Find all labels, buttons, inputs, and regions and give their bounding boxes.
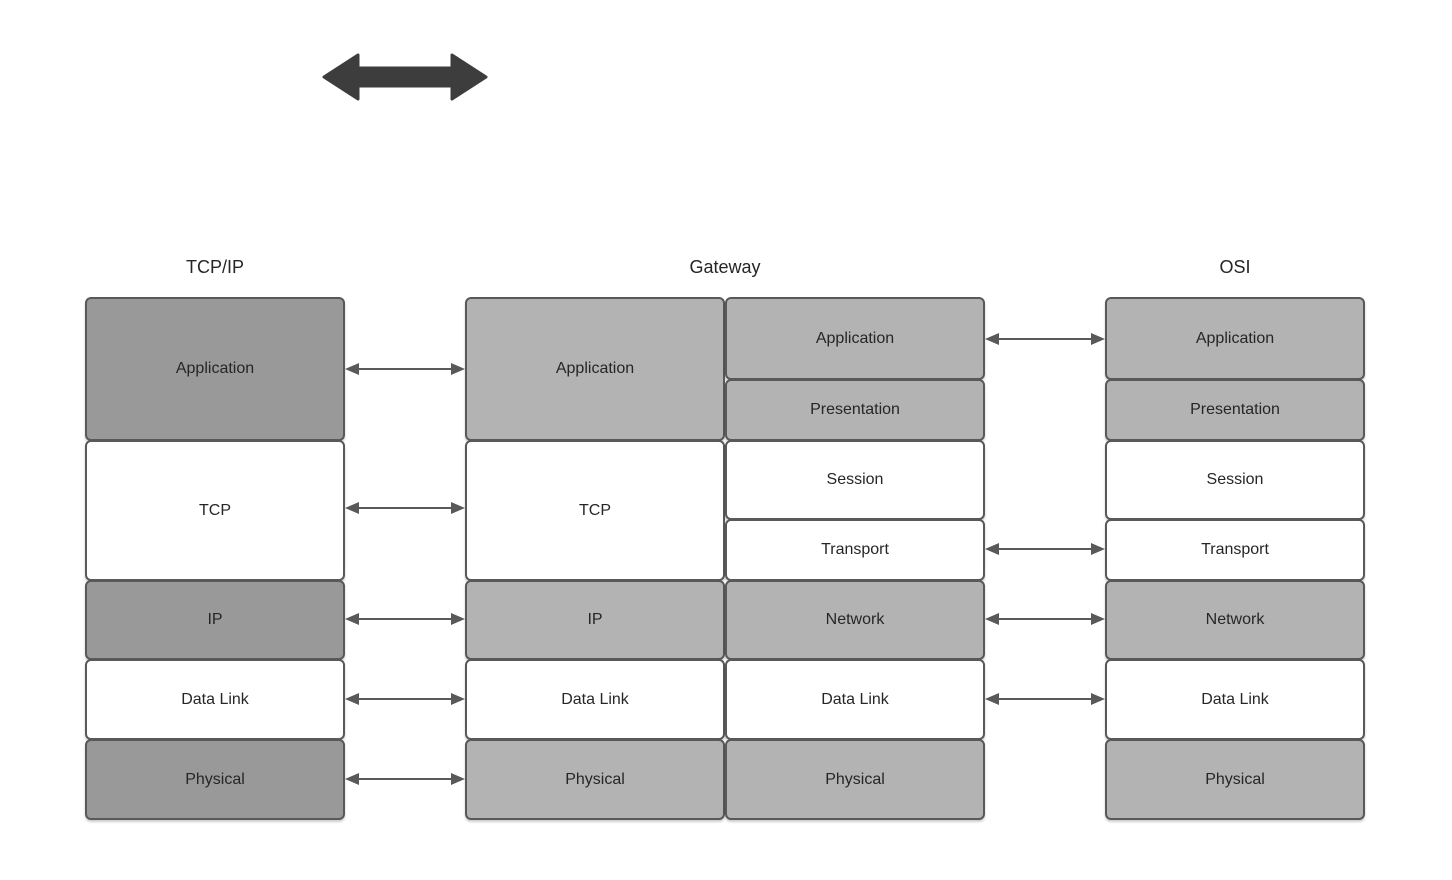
connector-tcpip-gateway-tcp-arrow-icon xyxy=(345,497,465,519)
connector-gateway-osi-network-arrow-icon xyxy=(985,608,1105,630)
gateway-left-layer-data-link[interactable]: Data Link xyxy=(465,659,725,740)
connector-tcpip-gateway-data-link-arrow-icon xyxy=(345,688,465,710)
osi-layer-physical[interactable]: Physical xyxy=(1105,739,1365,820)
connector-gateway-osi-transport-arrow-icon xyxy=(985,538,1105,560)
column-title-osi: OSI xyxy=(1219,257,1251,277)
gateway-right-layer-network[interactable]: Network xyxy=(725,580,985,660)
osi-layer-application[interactable]: Application xyxy=(1105,297,1365,380)
gateway-right-layer-transport[interactable]: Transport xyxy=(725,519,985,581)
gateway-left-layer-application[interactable]: Application xyxy=(465,297,725,441)
tcpip-layer-data-link[interactable]: Data Link xyxy=(85,659,345,740)
connector-tcpip-gateway-application-arrow-icon xyxy=(345,358,465,380)
osi-layer-data-link[interactable]: Data Link xyxy=(1105,659,1365,740)
tcpip-layer-physical[interactable]: Physical xyxy=(85,739,345,820)
column-title-tcpip: TCP/IP xyxy=(185,257,244,277)
osi-layer-transport[interactable]: Transport xyxy=(1105,519,1365,581)
osi-layer-network[interactable]: Network xyxy=(1105,580,1365,660)
gateway-right-layer-physical[interactable]: Physical xyxy=(725,739,985,820)
standalone-double-arrow-icon xyxy=(322,52,488,102)
gateway-left-layer-tcp[interactable]: TCP xyxy=(465,440,725,581)
tcpip-layer-application[interactable]: Application xyxy=(85,297,345,441)
connector-gateway-osi-application-arrow-icon xyxy=(985,328,1105,350)
connector-tcpip-gateway-physical-arrow-icon xyxy=(345,768,465,790)
gateway-left-layer-ip[interactable]: IP xyxy=(465,580,725,660)
gateway-right-layer-application[interactable]: Application xyxy=(725,297,985,380)
gateway-left-layer-physical[interactable]: Physical xyxy=(465,739,725,820)
column-title-gateway: Gateway xyxy=(689,257,761,277)
gateway-right-layer-presentation[interactable]: Presentation xyxy=(725,379,985,441)
osi-layer-session[interactable]: Session xyxy=(1105,440,1365,520)
tcpip-layer-ip[interactable]: IP xyxy=(85,580,345,660)
gateway-right-layer-session[interactable]: Session xyxy=(725,440,985,520)
osi-layer-presentation[interactable]: Presentation xyxy=(1105,379,1365,441)
tcpip-layer-tcp[interactable]: TCP xyxy=(85,440,345,581)
connector-tcpip-gateway-ip-arrow-icon xyxy=(345,608,465,630)
connector-gateway-osi-data-link-arrow-icon xyxy=(985,688,1105,710)
gateway-right-layer-data-link[interactable]: Data Link xyxy=(725,659,985,740)
